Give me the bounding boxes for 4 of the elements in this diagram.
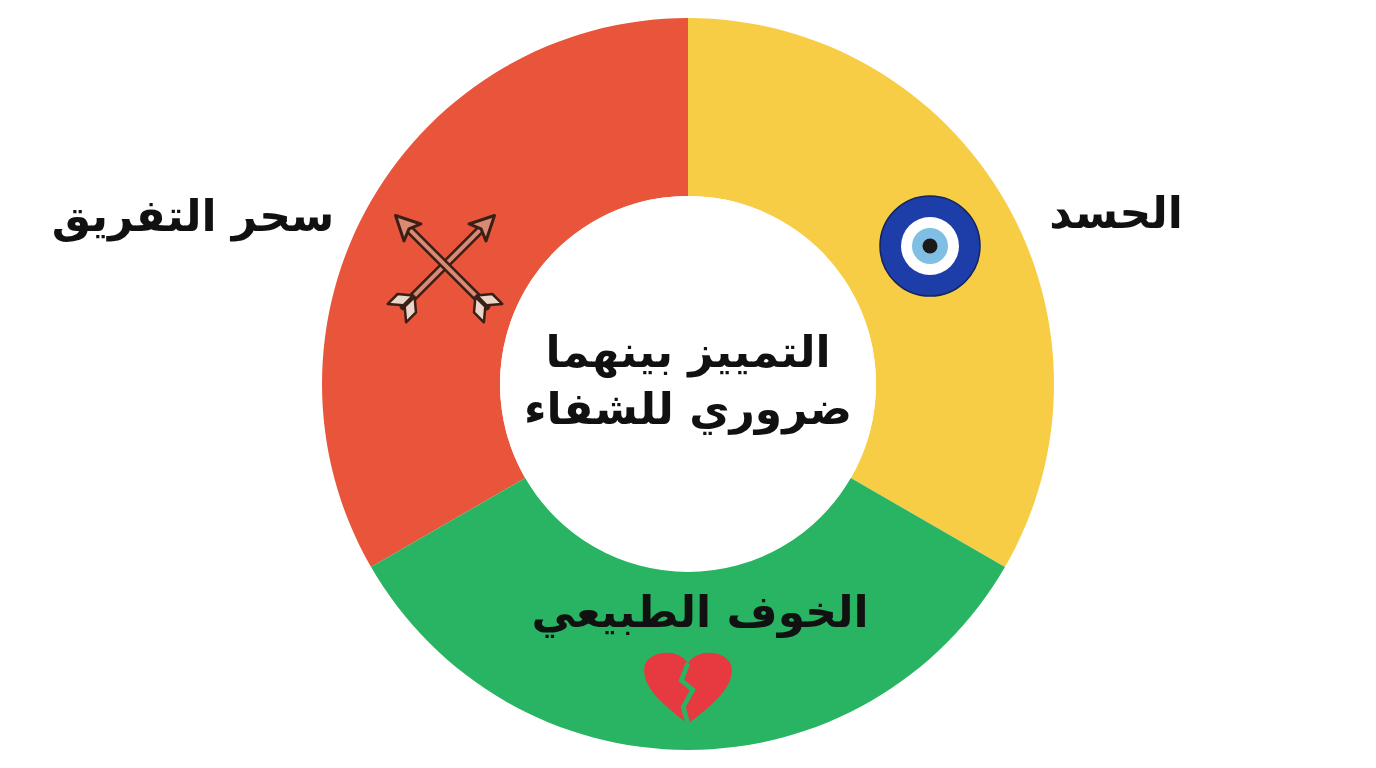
center-text: التمييز بينهما ضروري للشفاء	[523, 324, 853, 437]
segment-label: الخوف الطبيعي	[531, 585, 869, 639]
segment-label: الحسد	[1049, 186, 1183, 240]
segment-label: سحر التفريق	[51, 189, 335, 243]
